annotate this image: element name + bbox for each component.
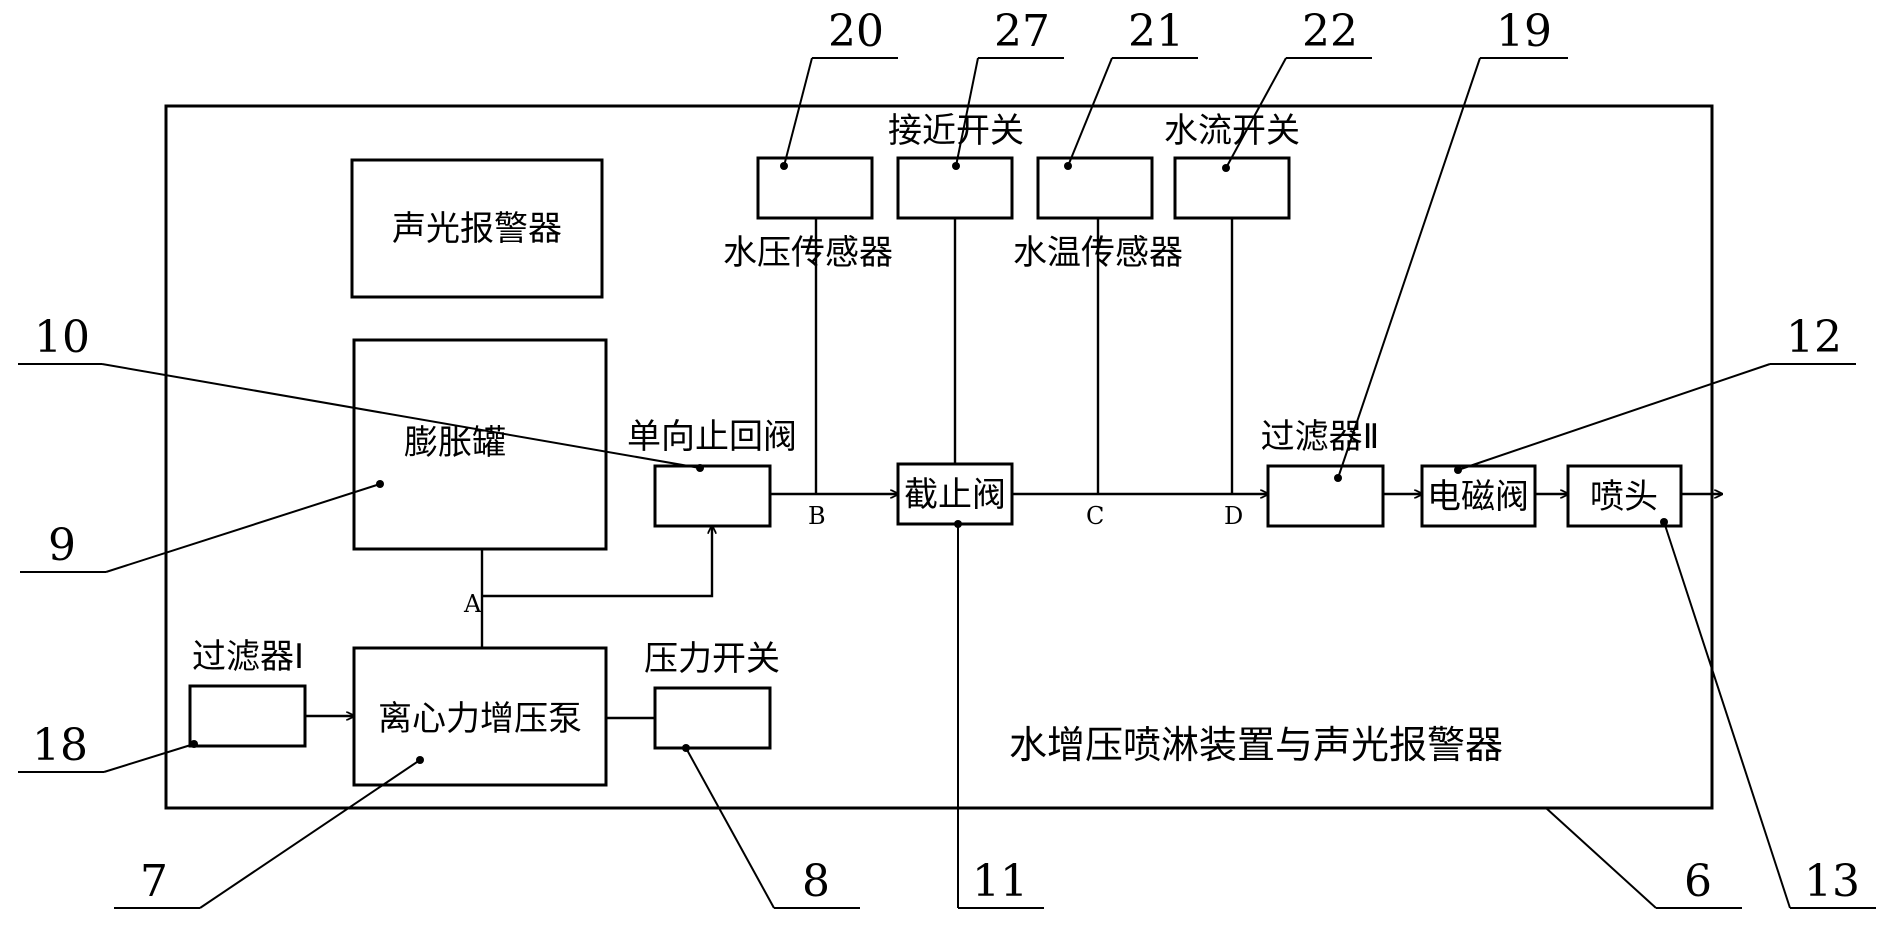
water-temp-sensor-box bbox=[1036, 156, 1154, 220]
leader-27-dot bbox=[952, 162, 960, 170]
ref-13: 13 bbox=[1804, 856, 1860, 907]
leader-13-dot bbox=[1660, 518, 1668, 526]
device-enclosure bbox=[164, 104, 1714, 810]
ref-27: 27 bbox=[994, 6, 1050, 57]
leader-10-dot bbox=[696, 464, 704, 472]
water-pressure-sensor-label: 水压传感器 bbox=[723, 233, 893, 273]
leader-12-line bbox=[1457, 363, 1771, 471]
leader-8-dot bbox=[682, 744, 690, 752]
ref-9: 9 bbox=[48, 520, 76, 571]
diagram-title: 水增压喷淋装置与声光报警器 bbox=[1009, 723, 1503, 767]
proximity-switch-label: 接近开关 bbox=[888, 111, 1024, 151]
ref-12: 12 bbox=[1786, 312, 1842, 363]
leader-20-dot bbox=[780, 162, 788, 170]
nozzle-label: 喷头 bbox=[1590, 477, 1658, 517]
water-pressure-sensor-box bbox=[756, 156, 874, 220]
ref-21: 21 bbox=[1128, 6, 1184, 57]
leader-7-line bbox=[199, 759, 421, 909]
leader-22-line bbox=[1225, 57, 1287, 169]
leader-27-line bbox=[955, 57, 979, 167]
leader-21-dot bbox=[1064, 162, 1072, 170]
pipe-a-to-check-valve bbox=[482, 526, 712, 598]
filter-1-box bbox=[188, 684, 307, 748]
pressure-switch-box bbox=[653, 686, 772, 750]
alarm-label: 声光报警器 bbox=[392, 209, 562, 249]
leader-19-line bbox=[1337, 57, 1481, 479]
point-b-label: B bbox=[808, 502, 826, 530]
ref-6: 6 bbox=[1684, 856, 1712, 907]
point-a-label: A bbox=[463, 590, 482, 618]
leader-10-line bbox=[101, 363, 701, 469]
point-d-label: D bbox=[1224, 502, 1243, 530]
leader-8-line bbox=[685, 747, 775, 909]
ref-18: 18 bbox=[32, 720, 88, 771]
leader-22-dot bbox=[1222, 164, 1230, 172]
filter-2-box bbox=[1266, 464, 1385, 528]
ref-20: 20 bbox=[828, 6, 884, 57]
pump-label: 离心力增压泵 bbox=[378, 699, 582, 739]
leader-9-dot bbox=[376, 480, 384, 488]
filter-1-label: 过滤器Ⅰ bbox=[192, 637, 304, 677]
leader-18-line bbox=[103, 743, 195, 773]
water-flow-switch-box bbox=[1173, 156, 1291, 220]
check-valve-label: 单向止回阀 bbox=[627, 417, 797, 457]
ref-22: 22 bbox=[1302, 6, 1358, 57]
leader-21-line bbox=[1067, 57, 1113, 167]
leader-11-dot bbox=[954, 520, 962, 528]
ref-8: 8 bbox=[802, 856, 830, 907]
leader-12-dot bbox=[1454, 466, 1462, 474]
expansion-tank-label: 膨胀罐 bbox=[404, 423, 506, 463]
point-c-label: C bbox=[1086, 502, 1104, 530]
ref-19: 19 bbox=[1496, 6, 1552, 57]
check-valve-box bbox=[653, 464, 772, 528]
filter-2-label: 过滤器Ⅱ bbox=[1261, 417, 1380, 457]
pressure-switch-label: 压力开关 bbox=[644, 639, 780, 679]
ref-11: 11 bbox=[972, 856, 1028, 907]
leader-19-dot bbox=[1334, 474, 1342, 482]
leader-7-dot bbox=[416, 756, 424, 764]
water-flow-switch-label: 水流开关 bbox=[1164, 111, 1300, 151]
stop-valve-label: 截止阀 bbox=[904, 475, 1006, 515]
ref-7: 7 bbox=[140, 856, 168, 907]
leader-9-line bbox=[105, 483, 381, 573]
leader-13-line bbox=[1663, 521, 1791, 909]
leader-18-dot bbox=[190, 740, 198, 748]
alarm-box bbox=[350, 158, 604, 299]
solenoid-valve-label: 电磁阀 bbox=[1427, 477, 1529, 517]
leader-20-line bbox=[783, 57, 813, 167]
leader-6-line bbox=[1545, 807, 1657, 909]
ref-10: 10 bbox=[34, 312, 90, 363]
